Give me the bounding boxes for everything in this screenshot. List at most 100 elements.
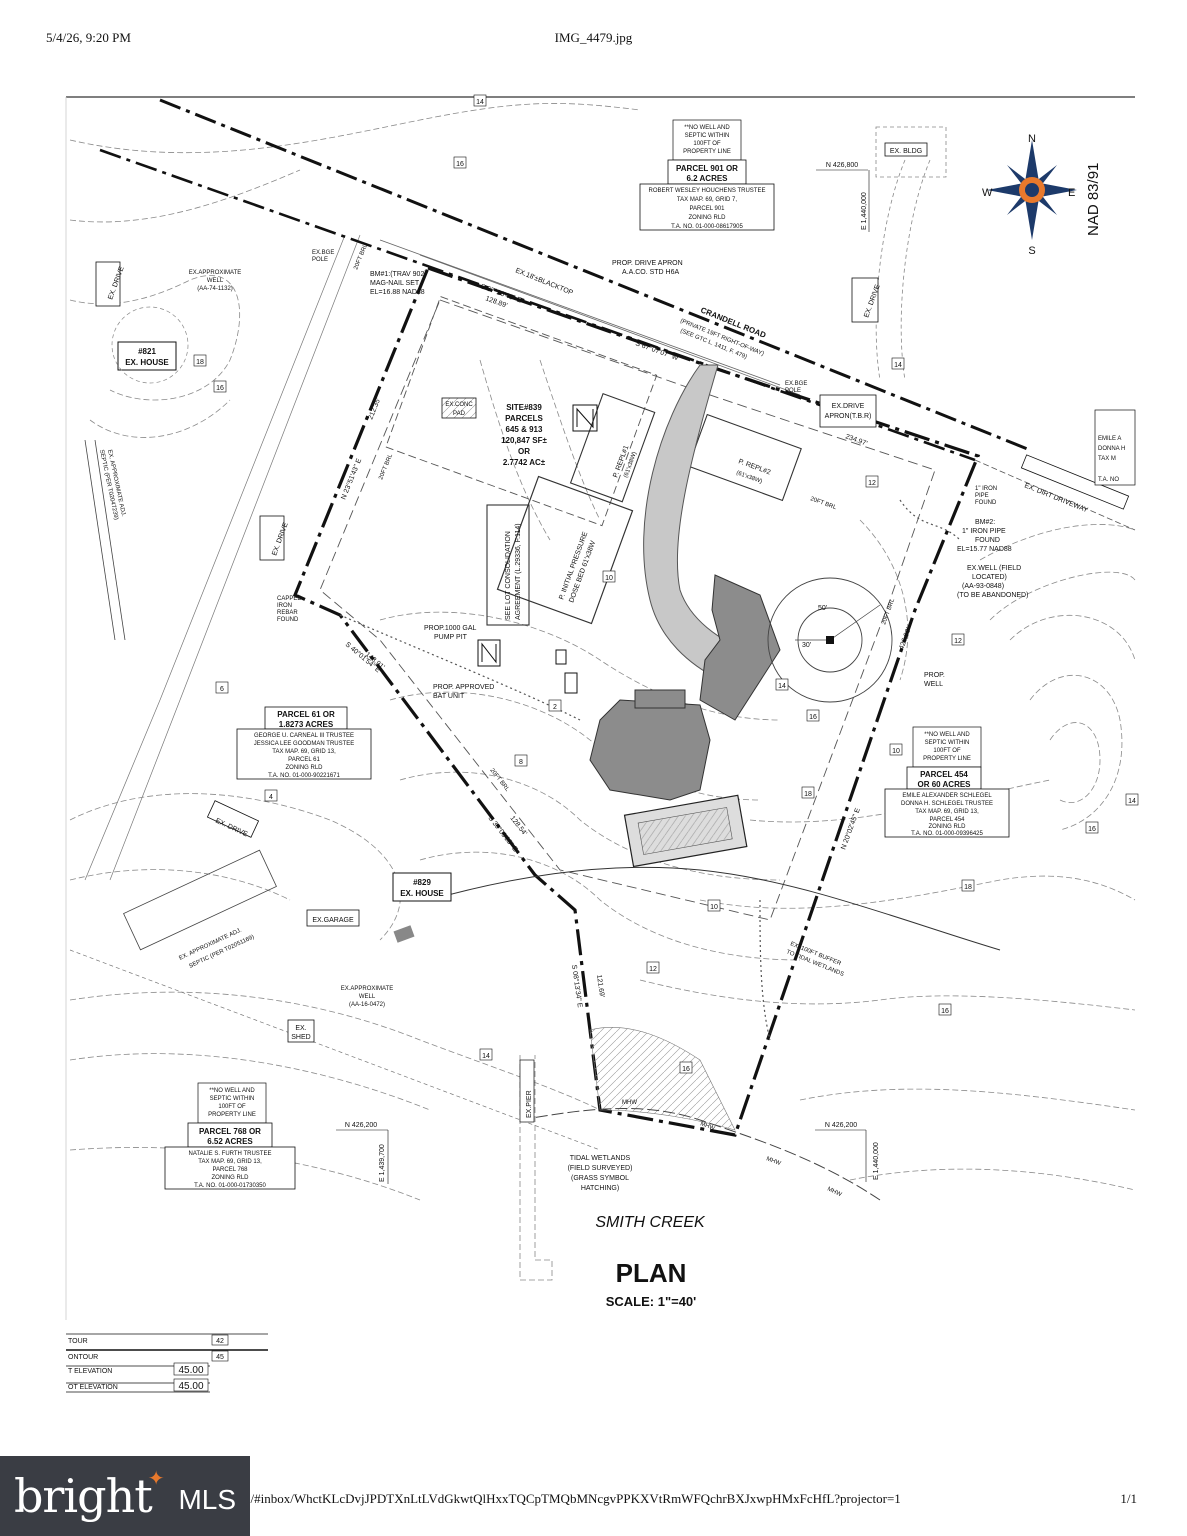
compass-rose xyxy=(987,140,1077,240)
ex-pier-label: EX.PIER xyxy=(526,1090,533,1118)
contour-tag-box xyxy=(514,754,528,767)
contour-tag-value: 6 xyxy=(220,686,224,693)
svg-text:DONNA H. SCHLEGEL TRUSTEE: DONNA H. SCHLEGEL TRUSTEE xyxy=(901,801,993,807)
svg-text:NATALIE S. FURTH TRUSTEE: NATALIE S. FURTH TRUSTEE xyxy=(189,1151,272,1157)
bat-unit-1: PROP. APPROVED xyxy=(433,684,494,691)
approx-well-2c: (AA-16-0472) xyxy=(349,1002,385,1008)
ex-well-1: EX.WELL (FIELD xyxy=(967,565,1021,572)
pump-pit-1: PROP.1000 GAL xyxy=(424,625,477,632)
ex-well-2: LOCATED) xyxy=(972,574,1007,581)
svg-text:TAX MAP. 69, GRID 7,: TAX MAP. 69, GRID 7, xyxy=(677,197,737,203)
contour-tag-value: 18 xyxy=(964,884,972,891)
svg-text:**NO WELL AND: **NO WELL AND xyxy=(684,125,730,131)
legend-row-2-value: 45 xyxy=(216,1354,224,1361)
bge-pole-1a: EX.BGE xyxy=(312,250,334,256)
approx-well-2b: WELL xyxy=(359,994,376,1000)
legend-row-4-value: 45.00 xyxy=(178,1381,203,1392)
svg-text:SITE#839: SITE#839 xyxy=(506,403,542,412)
svg-text:PARCEL 61: PARCEL 61 xyxy=(288,757,320,763)
mhw-3: MHW xyxy=(765,1156,781,1167)
logo-mls: MLS xyxy=(178,1484,237,1515)
plan-title: PLAN xyxy=(616,1258,687,1288)
proposed-house xyxy=(589,574,781,801)
iron-pipe-3: FOUND xyxy=(975,500,997,506)
parcel-768-block: **NO WELL AND SEPTIC WITHIN 100FT OF PRO… xyxy=(164,1082,296,1190)
compass-s: S xyxy=(1028,245,1035,257)
bat-unit xyxy=(564,672,578,694)
contour-tag-box xyxy=(806,709,820,722)
contour-tag-value: 16 xyxy=(941,1008,949,1015)
svg-text:SEPTIC WITHIN: SEPTIC WITHIN xyxy=(925,740,970,746)
ex-house-821-box xyxy=(117,341,177,371)
contour-tag-box xyxy=(548,699,562,712)
approx-well-1c: (AA-74-1132) xyxy=(197,286,233,292)
svg-text:PARCELS: PARCELS xyxy=(505,414,543,423)
svg-text:PARCEL 61 OR: PARCEL 61 OR xyxy=(277,710,335,719)
radius-50: 50' xyxy=(818,605,827,612)
prop-drive-2: A.A.CO. STD H6A xyxy=(622,269,680,276)
ex-house-829-label: EX. HOUSE xyxy=(400,889,444,898)
contour-tag-box xyxy=(264,789,278,802)
svg-text:T.A. NO. 01-000-09396425: T.A. NO. 01-000-09396425 xyxy=(911,831,983,837)
svg-text:SEPTIC WITHIN: SEPTIC WITHIN xyxy=(685,133,730,139)
coord-n2: N 426,200 xyxy=(345,1122,377,1129)
contour-tag-box xyxy=(213,380,227,393)
svg-text:2.7742 AC±: 2.7742 AC± xyxy=(503,458,546,467)
bm1-1: BM#1:(TRAV 902) xyxy=(370,271,427,278)
svg-text:OR 60 ACRES: OR 60 ACRES xyxy=(917,780,971,789)
tidal-3: (GRASS SYMBOL xyxy=(571,1175,629,1182)
parcel-61-block: PARCEL 61 OR 1.8273 ACRES GEORGE U. CARN… xyxy=(236,706,372,780)
contour-tag-value: 16 xyxy=(1088,826,1096,833)
contour-tag-value: 10 xyxy=(605,575,613,582)
svg-text:ZONING RLD: ZONING RLD xyxy=(688,215,726,221)
tidal-4: HATCHING) xyxy=(581,1185,619,1192)
ex-shed-label-1: EX. xyxy=(295,1025,306,1032)
compass-n: N xyxy=(1028,133,1036,145)
footer-page-number: 1/1 xyxy=(1120,1491,1137,1506)
legend-row-1-label: TOUR xyxy=(68,1338,88,1345)
compass-e: E xyxy=(1068,187,1075,199)
svg-text:ZONING RLD: ZONING RLD xyxy=(928,824,966,830)
iron-pipe-2: PIPE xyxy=(975,493,989,499)
creek-name: SMITH CREEK xyxy=(595,1214,706,1231)
legend-row-3-value: 45.00 xyxy=(178,1365,203,1376)
ex-road-lines xyxy=(69,234,601,1151)
svg-text:**NO WELL AND: **NO WELL AND xyxy=(209,1088,255,1094)
svg-text:PROPERTY LINE: PROPERTY LINE xyxy=(683,149,731,155)
bm2-4: EL=15.77 NAD88 xyxy=(957,546,1012,553)
repl-2-area xyxy=(687,413,802,502)
parcel-454-block: **NO WELL AND SEPTIC WITHIN 100FT OF PRO… xyxy=(884,726,1010,838)
svg-text:T.A. NO. 01-000-01730350: T.A. NO. 01-000-01730350 xyxy=(194,1183,266,1189)
contour-tag-value: 12 xyxy=(649,966,657,973)
prop-drive-1: PROP. DRIVE APRON xyxy=(612,260,683,267)
mhw-line xyxy=(519,1107,881,1201)
svg-text:PARCEL 768: PARCEL 768 xyxy=(212,1167,248,1173)
svg-text:OR: OR xyxy=(518,447,530,456)
svg-text:PARCEL 454: PARCEL 454 xyxy=(929,817,965,823)
svg-text:100FT OF: 100FT OF xyxy=(693,141,721,147)
datum-label: NAD 83/91 xyxy=(1085,163,1102,236)
tidal-wetlands xyxy=(589,1027,736,1131)
ex-conc-pad-2: PAD xyxy=(453,411,466,417)
svg-text:6.2 ACRES: 6.2 ACRES xyxy=(686,174,728,183)
legend-row-1-value: 42 xyxy=(216,1338,224,1345)
svg-text:T.A. NO. 01-000-08617905: T.A. NO. 01-000-08617905 xyxy=(671,224,743,230)
prop-well-1: PROP. xyxy=(924,672,945,679)
bge-pole-2b: POLE xyxy=(785,388,801,394)
svg-text:PARCEL 768 OR: PARCEL 768 OR xyxy=(199,1127,261,1136)
svg-text:ZONING RLD: ZONING RLD xyxy=(211,1175,249,1181)
ex-house-829-num: #829 xyxy=(413,878,431,887)
ex-shed-box xyxy=(287,1019,315,1043)
svg-text:PROPERTY LINE: PROPERTY LINE xyxy=(923,756,971,762)
capped-3: REBAR xyxy=(277,610,298,616)
ex-conc-pad-1: EX.CONC xyxy=(445,402,473,408)
svg-text:645 & 913: 645 & 913 xyxy=(506,425,543,434)
bearing-north2-dist: 234.97' xyxy=(844,433,868,447)
ex-pier xyxy=(519,1055,553,1281)
contour-tag-value: 8 xyxy=(519,759,523,766)
svg-text:EMILE A: EMILE A xyxy=(1098,436,1121,442)
contour-tag-box xyxy=(215,681,229,694)
svg-text:T.A. NO. 01-000-90221671: T.A. NO. 01-000-90221671 xyxy=(268,773,340,779)
contour-tag-value: 12 xyxy=(954,638,962,645)
bearing-north2: S 67°07'07" W xyxy=(634,339,680,362)
